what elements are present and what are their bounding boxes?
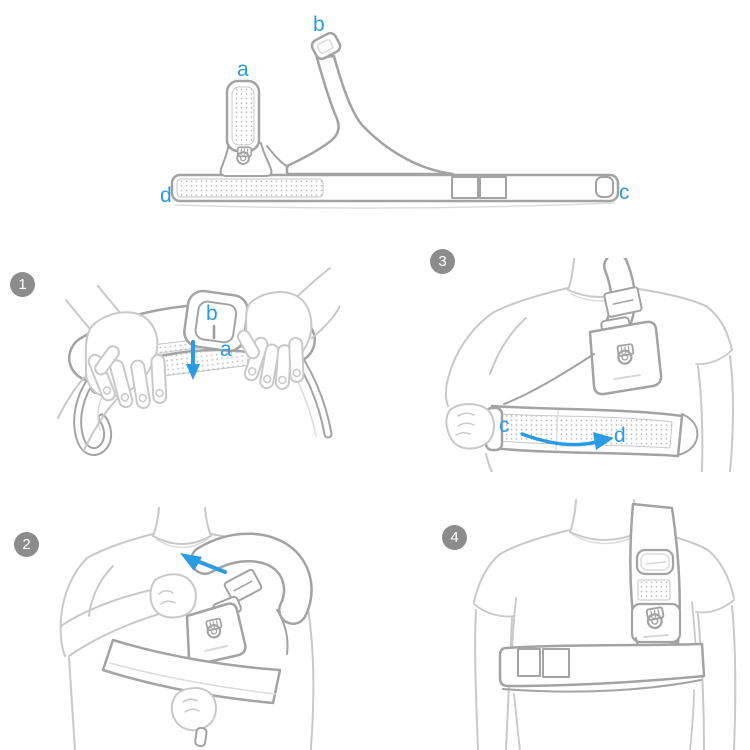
step-3-illustration: c d — [444, 258, 734, 472]
strap-slider-buckle — [451, 176, 479, 199]
left-hand — [57, 311, 168, 451]
harness — [101, 532, 313, 744]
loop-b-frame — [183, 289, 249, 353]
lower-hand — [170, 687, 217, 748]
chest-panel — [588, 320, 663, 396]
harness — [484, 258, 699, 458]
chest-panel — [630, 602, 682, 644]
chest-band — [498, 642, 706, 693]
strap-slider-buckle — [603, 286, 643, 318]
velcro-dots-texture — [637, 579, 671, 601]
strap-slider-buckle — [517, 648, 541, 677]
step-badge-4: 4 — [442, 525, 467, 550]
brand-text-placeholder — [613, 374, 641, 380]
step-1-illustration: b a — [57, 267, 340, 456]
strap-slider-buckle — [223, 568, 263, 604]
velcro-dots-texture — [176, 178, 324, 198]
brand-text-placeholder — [204, 645, 228, 652]
label-c: c — [619, 181, 630, 204]
label-d: d — [614, 424, 626, 447]
diagonal-band — [101, 638, 282, 705]
brand-text-placeholder — [643, 634, 669, 638]
label-b: b — [206, 302, 218, 325]
logo-emblem-icon — [236, 146, 253, 165]
step-badge-2: 2 — [14, 532, 39, 557]
shoulder-strap-b-flat — [266, 31, 455, 176]
step-4-illustration — [473, 499, 737, 750]
chest-band — [484, 404, 699, 458]
shoulder-strap-a-flat — [219, 79, 273, 177]
strap-pocket — [635, 548, 675, 576]
right-hand — [237, 267, 340, 391]
label-d: d — [160, 184, 172, 207]
step-badge-3: 3 — [430, 249, 455, 274]
logo-emblem-icon — [645, 606, 665, 630]
arrow-curved-right-icon — [520, 432, 614, 450]
brand-text-placeholder — [645, 561, 667, 565]
velcro-dots-texture — [231, 86, 255, 146]
arrow-down-icon — [186, 340, 200, 380]
label-a: a — [220, 338, 232, 361]
pulling-hand — [445, 403, 495, 450]
pulling-hand — [149, 573, 197, 619]
chest-strap-flat — [170, 173, 620, 209]
overview-diagram: a b c d — [160, 13, 630, 209]
chest-panel — [185, 602, 247, 666]
logo-emblem-icon — [616, 343, 635, 365]
label-b: b — [313, 13, 325, 36]
step-badge-1: 1 — [10, 272, 35, 297]
person-torso — [473, 499, 737, 750]
logo-emblem-icon — [205, 617, 223, 639]
step-2-illustration — [59, 507, 315, 750]
strap-end-loop — [310, 31, 342, 61]
label-a: a — [237, 58, 249, 81]
strap-slider-buckle — [479, 176, 507, 199]
strap-slider-buckle — [542, 648, 570, 678]
strap-end-cap — [595, 176, 614, 198]
label-c: c — [499, 414, 510, 437]
harness — [498, 502, 706, 693]
arrow-up-left-icon — [180, 553, 227, 574]
